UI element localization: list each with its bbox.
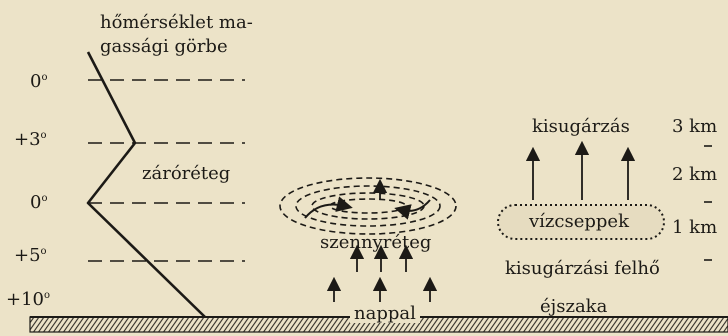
nighttime-label: éjszaka — [540, 298, 607, 316]
smog-layer — [280, 178, 456, 234]
temp-label-1: +3o — [14, 131, 47, 149]
night-arrows — [533, 148, 628, 200]
temp-label-4: +10o — [6, 291, 50, 309]
altitude-label-2km: 2 km — [672, 166, 717, 184]
curve-title-line1: hőmérséklet ma- — [100, 14, 253, 32]
radiation-cloud-label: kisugárzási felhő — [505, 260, 660, 278]
curve-title-line2: gassági görbe — [100, 38, 228, 56]
temp-label-2: 0o — [30, 194, 47, 212]
radiation-label: kisugárzás — [532, 118, 630, 136]
temp-label-0: 0o — [30, 73, 47, 91]
smog-swirl-arrows — [305, 200, 430, 218]
temp-label-3: +5o — [14, 247, 47, 265]
temperature-curve — [88, 52, 205, 317]
droplets-label: vízcseppek — [529, 213, 629, 231]
closing-layer-label: záróréteg — [142, 165, 230, 183]
daytime-label: nappal — [350, 305, 420, 323]
altitude-label-3km: 3 km — [672, 118, 717, 136]
smog-layer-label: szennyréteg — [320, 234, 431, 252]
altitude-label-1km: 1 km — [672, 219, 717, 237]
